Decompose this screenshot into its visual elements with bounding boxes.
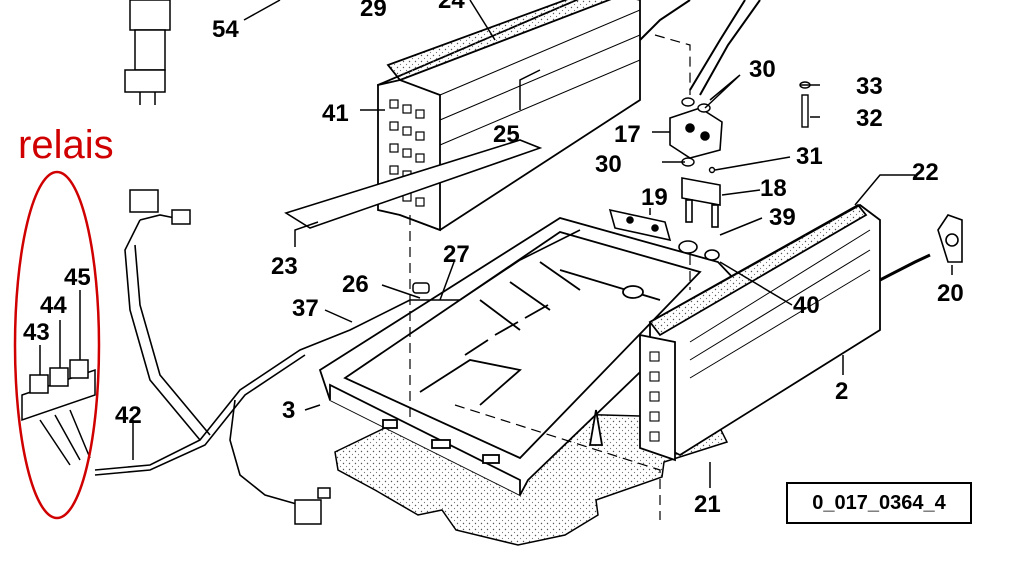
callout-43: 43 — [23, 319, 50, 346]
callout-31: 31 — [796, 143, 823, 170]
callout-29: 29 — [360, 0, 387, 22]
callout-27: 27 — [443, 241, 470, 268]
callout-20: 20 — [937, 280, 964, 307]
callout-30-mid: 30 — [595, 151, 622, 178]
bracket-part — [937, 214, 963, 263]
connector-part — [124, 0, 171, 105]
callout-3: 3 — [282, 397, 295, 424]
valve-assembly-part — [608, 107, 723, 261]
evaporator-part — [639, 203, 931, 462]
callout-2: 2 — [835, 378, 848, 405]
callout-19: 19 — [641, 184, 668, 211]
heat-exchanger-top-part — [376, 0, 641, 232]
relais-annotation: relais — [18, 123, 114, 167]
callout-23: 23 — [271, 253, 298, 280]
harness-plugs-part — [129, 189, 430, 525]
wiring-harness-part — [94, 214, 581, 506]
callout-26: 26 — [342, 271, 369, 298]
callout-25: 25 — [493, 121, 520, 148]
callout-54: 54 — [212, 16, 239, 43]
gasket-strip-part — [284, 139, 543, 229]
callout-37: 37 — [292, 295, 319, 322]
callout-41: 41 — [322, 100, 349, 127]
leader-lines — [39, 0, 953, 488]
callout-24: 24 — [438, 0, 465, 14]
callout-32: 32 — [856, 105, 883, 132]
reference-code-box: 0_017_0364_4 — [786, 482, 972, 524]
reference-code: 0_017_0364_4 — [812, 491, 946, 514]
relay-block-part — [21, 359, 96, 466]
callout-30-top: 30 — [749, 56, 776, 83]
relay-highlight-ellipse — [13, 170, 101, 520]
callout-22: 22 — [912, 159, 939, 186]
callout-42: 42 — [115, 402, 142, 429]
callout-33: 33 — [856, 73, 883, 100]
housing-tray-part — [318, 217, 737, 497]
callout-44: 44 — [40, 292, 67, 319]
callout-17: 17 — [614, 121, 641, 148]
refrigerant-pipes-part — [639, 0, 761, 96]
alignment-lines — [409, 34, 691, 520]
callout-39: 39 — [769, 204, 796, 231]
callout-21: 21 — [694, 491, 721, 518]
callout-40: 40 — [793, 292, 820, 319]
callout-45: 45 — [64, 264, 91, 291]
callout-18: 18 — [760, 175, 787, 202]
